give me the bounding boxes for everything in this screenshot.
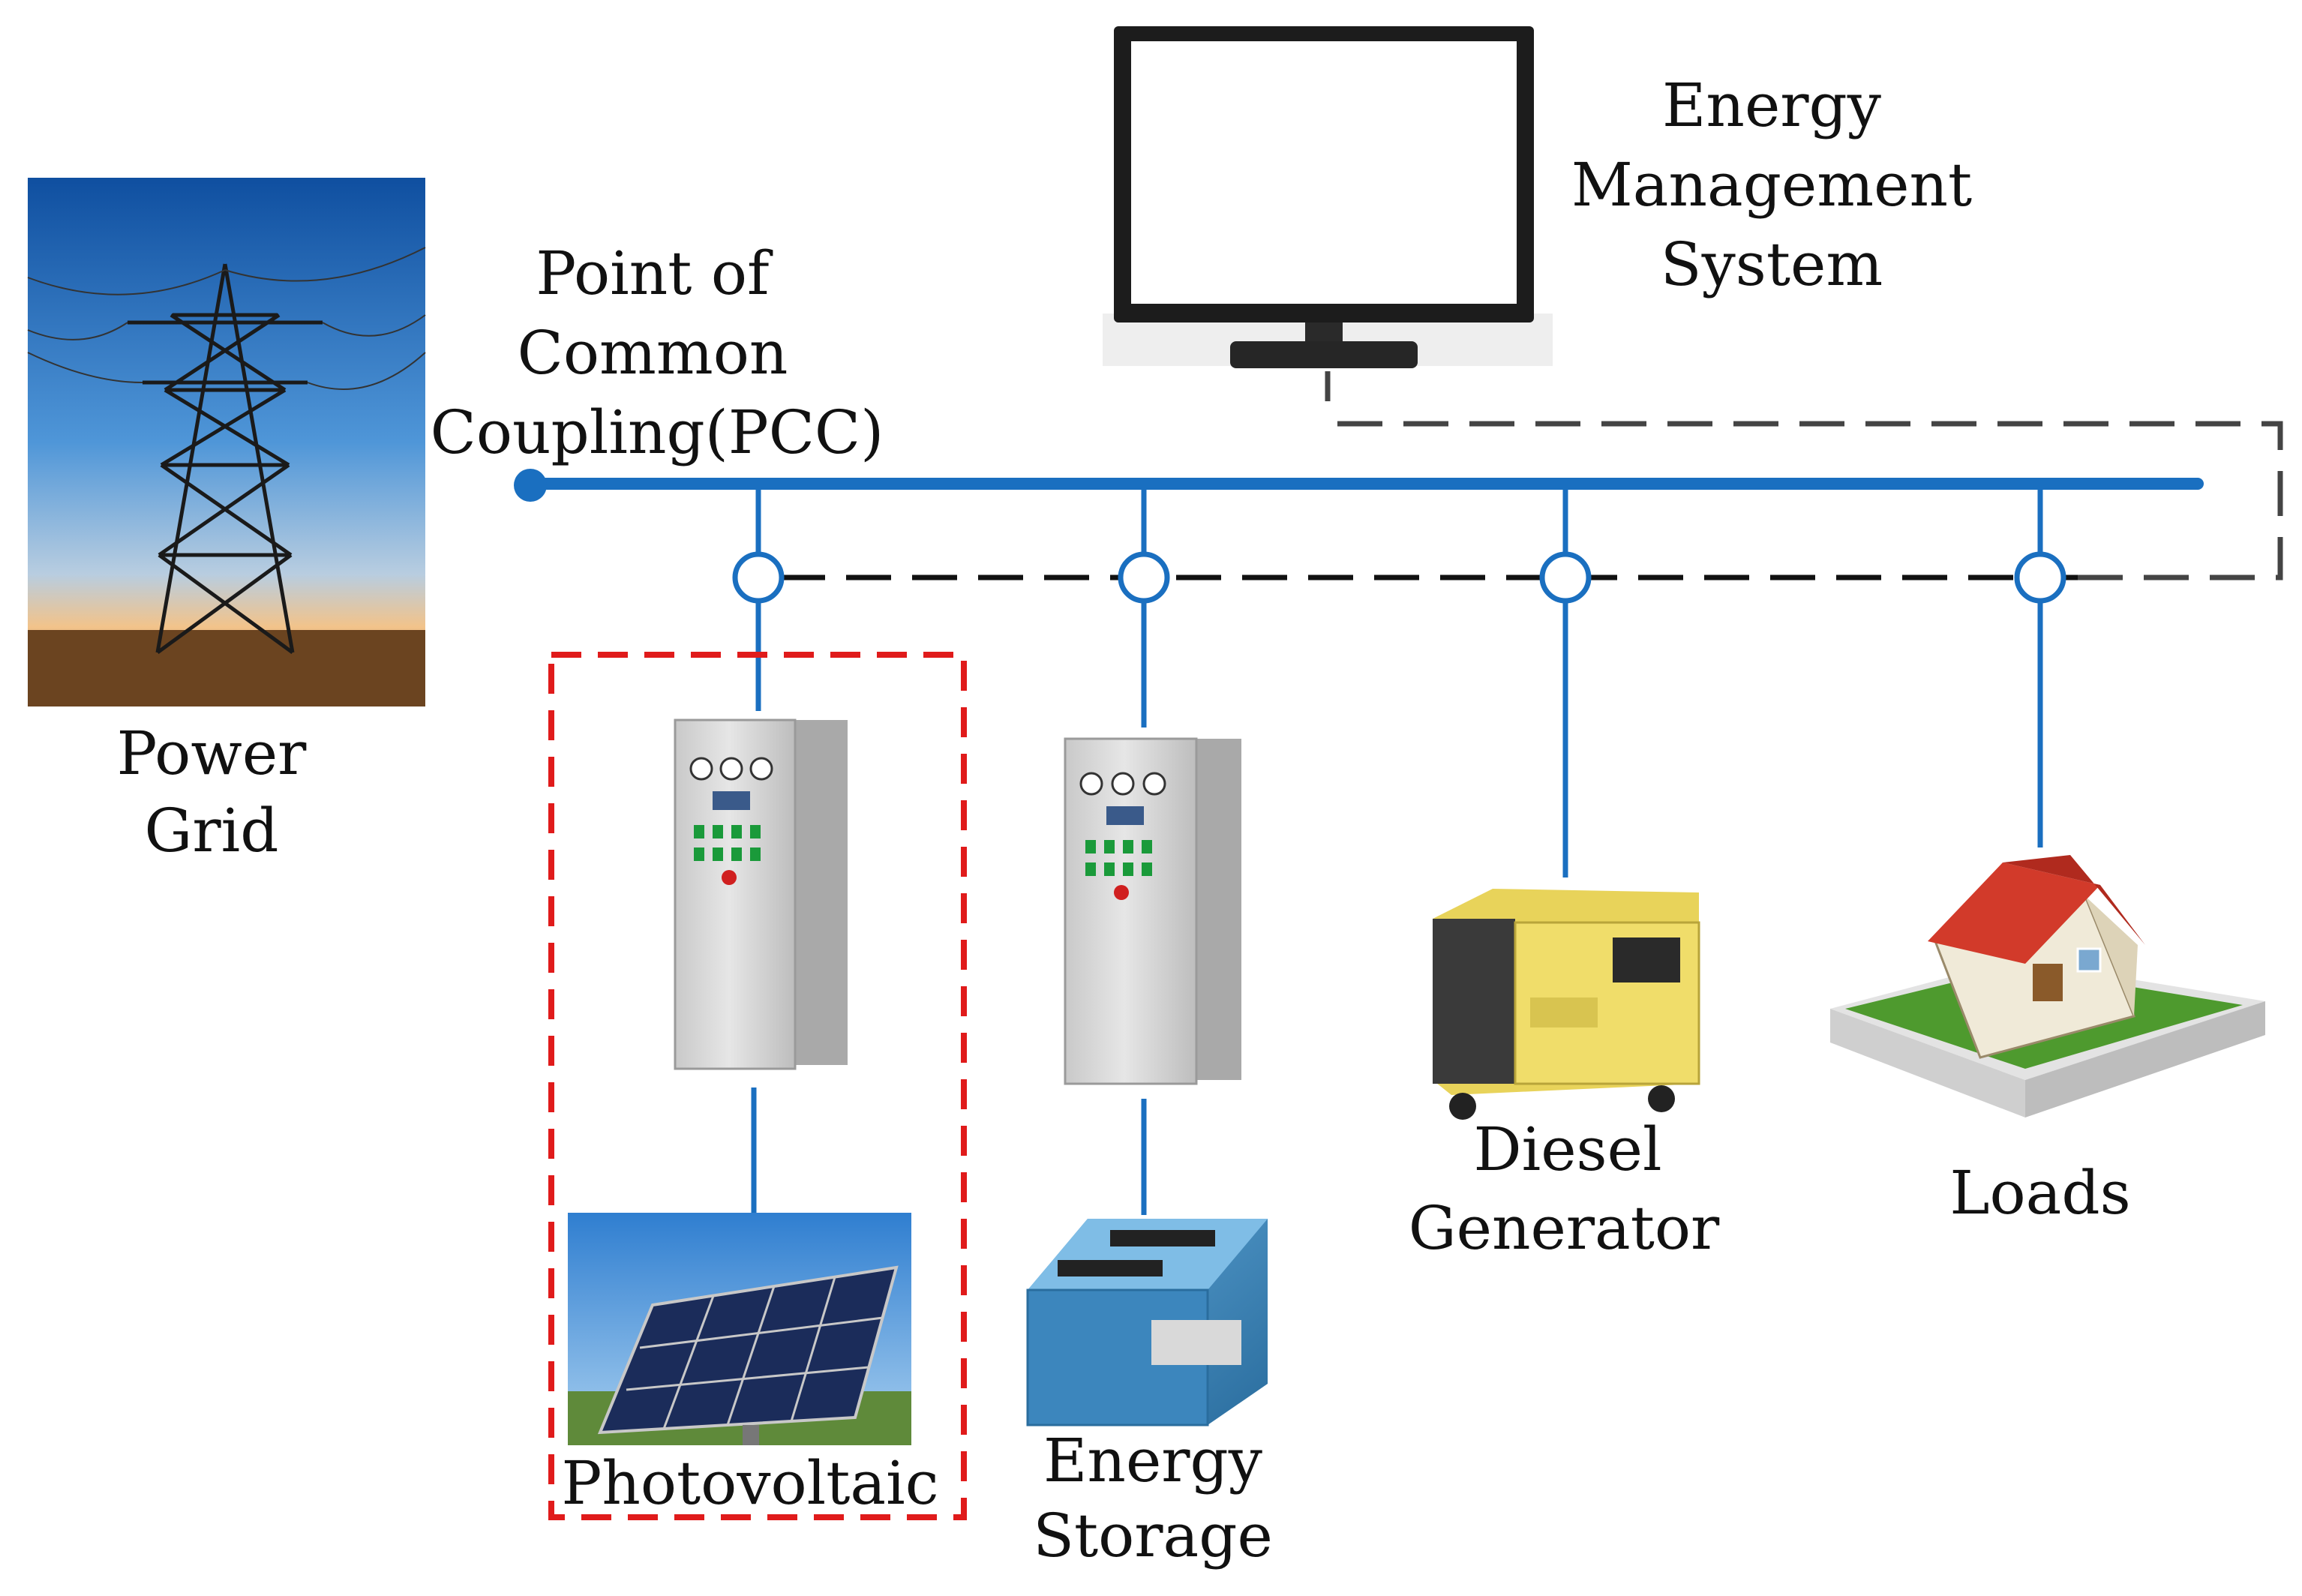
diesel-generator-label-line1: Diesel [1473,1114,1661,1184]
energy-storage-label: Energy Storage [1033,1426,1273,1570]
storage-switch-node [1118,551,1170,604]
control-cabinet-icon [1064,737,1241,1085]
pcc-label-line3: Coupling(PCC) [431,398,884,467]
diesel-generator-label: Diesel Generator [1409,1114,1720,1263]
power-grid-label-line1: Power [117,718,308,788]
power-grid: Power Grid [27,178,426,866]
pcc-label-line2: Common [518,318,788,388]
control-cabinet-icon [674,718,848,1070]
energy-management-system: Energy Management System [1103,26,1972,368]
loads-switch-node [2014,551,2066,604]
pv-highlight-box [548,652,967,1520]
energy-storage-label-line2: Storage [1033,1501,1273,1570]
monitor-icon [1103,26,1553,368]
pv-switch-node [732,551,785,604]
generator-switch-node [1539,551,1592,604]
pcc-node [514,469,547,502]
energy-storage-label-line1: Energy [1043,1426,1262,1496]
communication-network [780,371,2283,580]
switch-nodes [732,551,2066,604]
house-icon [1830,855,2265,1118]
comm-loop [1337,421,2283,580]
ems-label-line1: Energy [1662,70,1881,140]
ems-label-line2: Management [1571,150,1972,220]
transmission-tower-icon [27,178,426,706]
loads-label: Loads [1949,1158,2130,1228]
solar-panel-icon [568,1213,911,1445]
ems-label-line3: System [1661,230,1883,299]
power-grid-label-line2: Grid [145,796,279,866]
pcc-label-line1: Point of [536,238,773,308]
battery-icon [1026,1219,1268,1426]
diesel-generator-icon [1433,889,1700,1120]
photovoltaic-label: Photovoltaic [561,1448,938,1518]
diesel-generator-label-line2: Generator [1409,1193,1720,1263]
ac-bus [514,469,2204,1215]
pcc-label: Point of Common Coupling(PCC) [431,238,884,467]
